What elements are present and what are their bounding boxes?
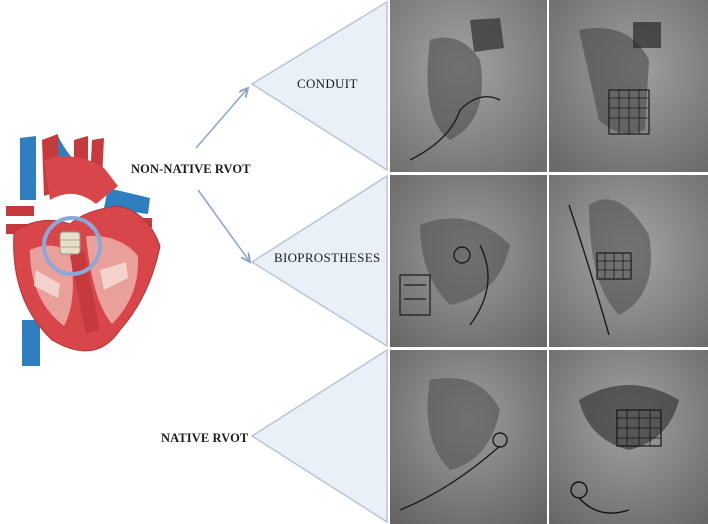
angio-bioprostheses-post (549, 175, 708, 347)
rvot-ring (42, 216, 102, 276)
angio-native-pre (390, 350, 547, 524)
non-native-rvot-label: NON-NATIVE RVOT (131, 162, 251, 176)
wedge-conduit (250, 0, 388, 172)
arrow-to-bioprostheses (197, 189, 250, 262)
wedge-bioprostheses (250, 174, 388, 348)
arrow-to-conduit (195, 88, 248, 149)
native-rvot-label: NATIVE RVOT (161, 431, 249, 445)
bioprostheses-label: BIOPROSTHESES (274, 250, 381, 265)
angio-bioprostheses-pre (390, 175, 547, 347)
angio-native-post (549, 350, 708, 524)
angio-conduit-post (549, 0, 708, 172)
wedge-native (250, 348, 388, 524)
angio-conduit-pre (390, 0, 547, 172)
conduit-label: CONDUIT (297, 76, 358, 91)
